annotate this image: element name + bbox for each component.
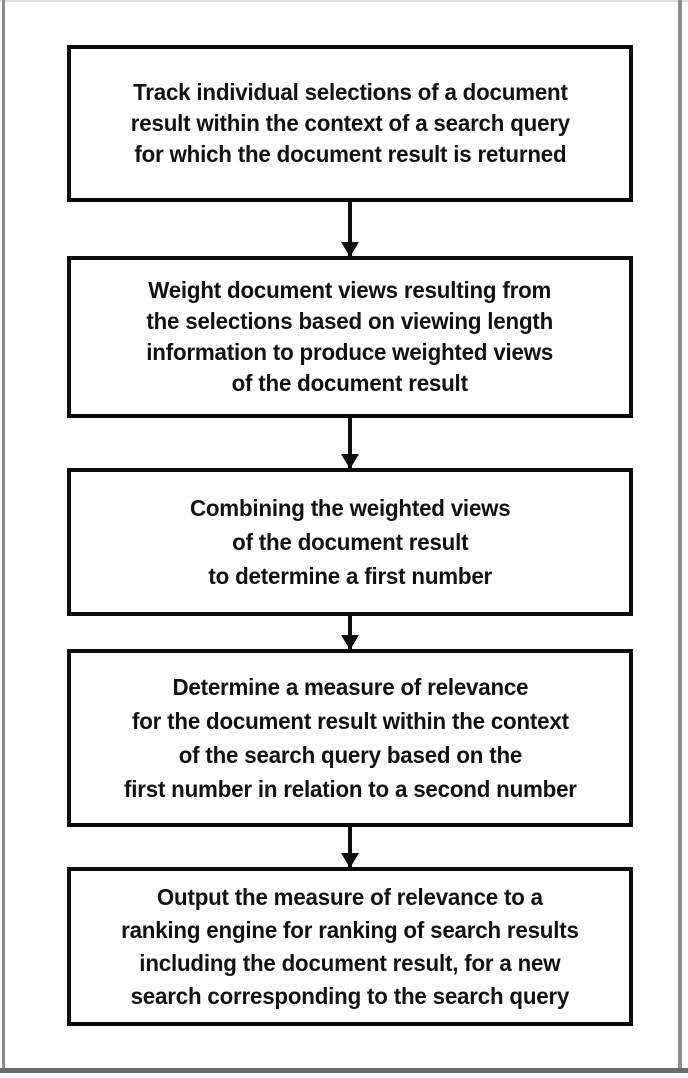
flow-node-combine-views: Combining the weighted views of the docu… xyxy=(67,468,633,616)
arrow-head-icon xyxy=(341,242,359,257)
arrow-step4-to-step5 xyxy=(67,827,633,868)
flow-node-text: Weight document views resulting from the… xyxy=(146,277,554,396)
page-edge-bottom xyxy=(0,1068,688,1073)
arrow-step3-to-step4 xyxy=(67,616,633,650)
arrow-shaft-icon xyxy=(341,616,359,650)
page-edge-bottom-white xyxy=(0,1073,688,1078)
arrow-shaft-icon xyxy=(341,418,359,469)
flow-node-text: Combining the weighted views of the docu… xyxy=(189,495,511,589)
arrow-head-icon xyxy=(341,853,359,868)
arrow-step1-to-step2 xyxy=(67,202,633,257)
flow-node-output-relevance: Output the measure of relevance to a ran… xyxy=(67,867,633,1026)
flow-node-text: Track individual selections of a documen… xyxy=(130,79,570,167)
arrow-shaft-icon xyxy=(341,827,359,868)
page-edge-top xyxy=(0,0,688,2)
page-edge-left xyxy=(2,0,5,1078)
flow-node-text: Determine a measure of relevance for the… xyxy=(123,674,577,802)
arrow-step2-to-step3 xyxy=(67,418,633,469)
page-edge-right xyxy=(678,0,682,1078)
flow-node-weight-views: Weight document views resulting from the… xyxy=(67,256,633,418)
arrow-head-icon xyxy=(341,454,359,469)
arrow-head-icon xyxy=(341,635,359,650)
flow-node-track-selections: Track individual selections of a documen… xyxy=(67,45,633,202)
flow-node-text: Output the measure of relevance to a ran… xyxy=(121,883,579,1009)
arrow-shaft-icon xyxy=(341,202,359,257)
flow-node-determine-relevance: Determine a measure of relevance for the… xyxy=(67,649,633,827)
flowchart: Track individual selections of a documen… xyxy=(67,45,633,1026)
